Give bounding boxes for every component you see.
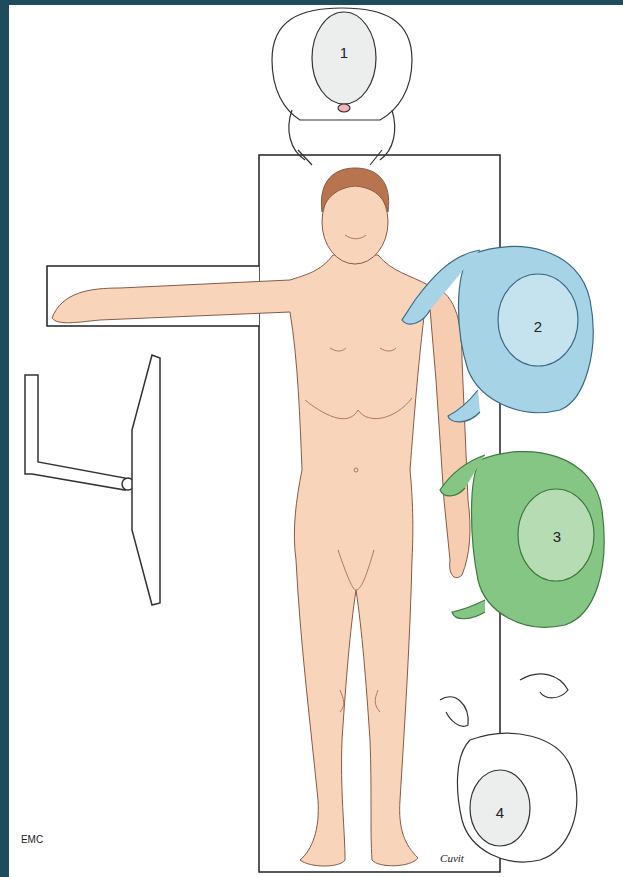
callout-number: 1: [340, 45, 348, 60]
callout-number: 3: [553, 529, 561, 544]
anesthetist: [272, 8, 412, 165]
surgeon: [402, 246, 593, 421]
monitor: [25, 355, 160, 605]
operating-table: [47, 155, 500, 872]
frame-band: [0, 0, 9, 877]
patient: [52, 168, 470, 866]
assistant-surgeon: [440, 452, 604, 628]
frame-band: [0, 0, 623, 5]
artist-signature: Cuvit: [440, 853, 464, 864]
callout-number: 4: [496, 805, 504, 820]
publisher-mark: EMC: [21, 835, 43, 845]
scrub-nurse: [440, 674, 577, 862]
callout-number: 2: [534, 319, 542, 334]
